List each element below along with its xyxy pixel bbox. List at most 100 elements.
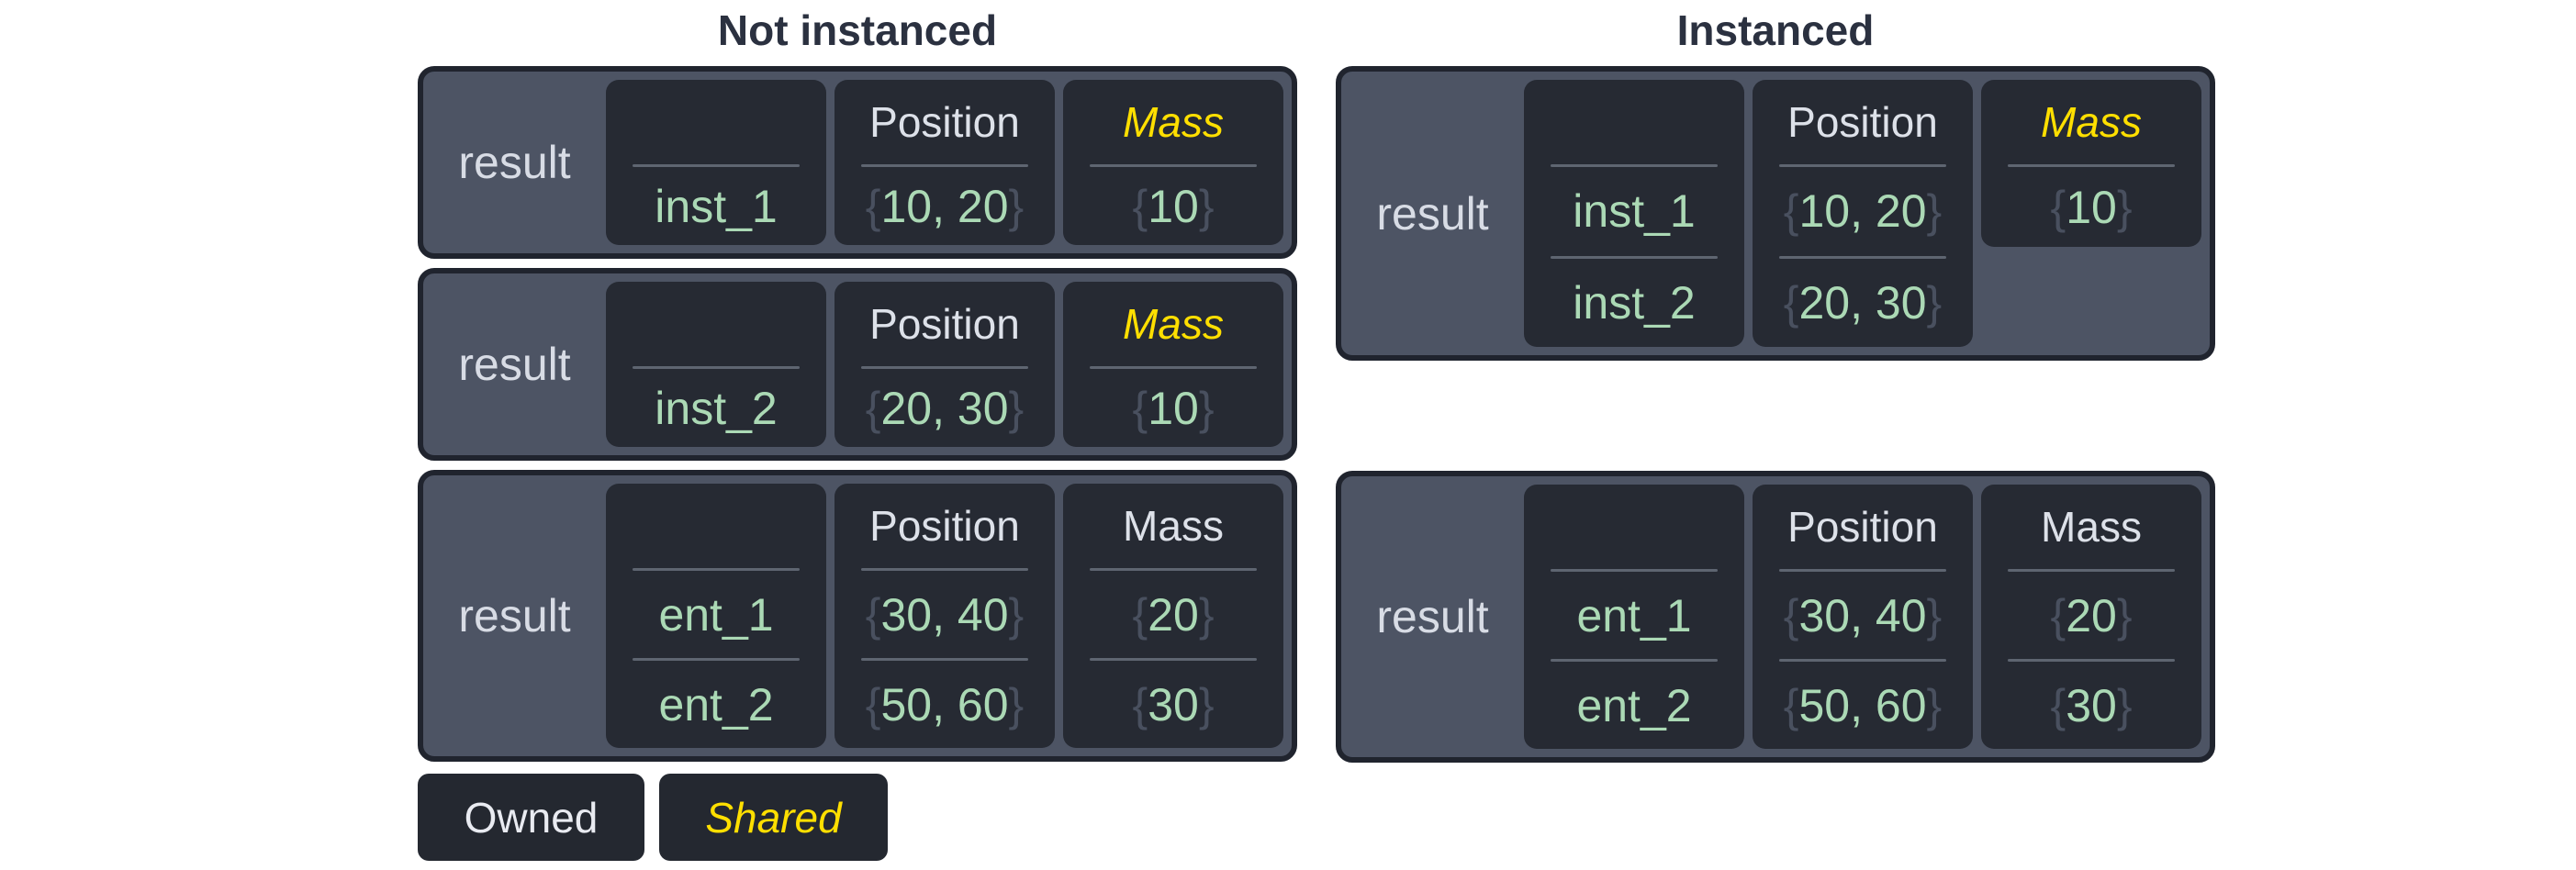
value-text: 10, 20 xyxy=(880,180,1009,232)
entity-name: ent_1 xyxy=(606,571,826,658)
mass-column: Mass {10} xyxy=(1063,282,1283,447)
position-column: Position {20, 30} xyxy=(834,282,1055,447)
value-text: 10 xyxy=(2066,181,2117,233)
value-text: 30, 40 xyxy=(880,588,1009,641)
close-brace: } xyxy=(1008,180,1025,232)
result-table-inst2: result inst_2 Position {20, 30} Mass {10… xyxy=(418,268,1297,461)
result-label: result xyxy=(1376,187,1489,240)
position-column: Position {10, 20} xyxy=(834,80,1055,245)
position-value: {10, 20} xyxy=(1753,167,1973,256)
entity-column: inst_2 xyxy=(606,282,826,447)
position-value: {30, 40} xyxy=(1753,572,1973,659)
divider xyxy=(632,568,801,571)
entity-name-text: ent_1 xyxy=(1576,589,1692,641)
entity-name-text: inst_2 xyxy=(655,382,778,434)
position-header: Position xyxy=(869,98,1020,146)
result-label: result xyxy=(1376,591,1489,642)
entity-name: inst_2 xyxy=(606,369,826,447)
entity-name: inst_2 xyxy=(1524,259,1744,348)
divider xyxy=(1089,164,1258,167)
mass-header-shared: Mass xyxy=(1123,300,1224,348)
position-column: Position {30, 40} {50, 60} xyxy=(834,484,1055,748)
value-text: 10 xyxy=(1148,180,1199,232)
close-brace: } xyxy=(1198,382,1215,434)
open-brace: { xyxy=(865,180,881,232)
mass-column: Mass {10} xyxy=(1063,80,1283,245)
divider xyxy=(1089,366,1258,369)
entity-name: inst_1 xyxy=(606,167,826,245)
not-instanced-section: Not instanced result inst_1 Position {10… xyxy=(418,0,1297,870)
value-text: 20, 30 xyxy=(1798,276,1927,329)
entity-column-header xyxy=(606,484,826,568)
result-label: result xyxy=(458,339,571,390)
divider xyxy=(1550,255,1719,259)
mass-value: {30} xyxy=(1063,661,1283,748)
close-brace: } xyxy=(2116,181,2133,233)
mass-column: Mass {20} {30} xyxy=(1981,485,2201,749)
mass-header: Mass xyxy=(2041,503,2142,551)
instanced-section: Instanced result inst_1 inst_2 Position … xyxy=(1336,0,2215,870)
divider xyxy=(1089,568,1258,571)
divider xyxy=(632,164,801,167)
entity-column: inst_1 xyxy=(606,80,826,245)
value-text: 50, 60 xyxy=(880,678,1009,731)
value-text: 30, 40 xyxy=(1798,589,1927,641)
entity-name-text: inst_1 xyxy=(1573,185,1696,238)
divider xyxy=(2007,569,2176,572)
mass-value: {10} xyxy=(1063,369,1283,447)
entity-name-text: inst_2 xyxy=(1573,276,1696,329)
divider xyxy=(1778,164,1947,167)
divider xyxy=(632,658,801,661)
entity-name-text: ent_2 xyxy=(658,678,774,731)
divider xyxy=(1778,255,1947,259)
divider xyxy=(2007,659,2176,662)
position-header: Position xyxy=(869,300,1020,348)
position-column: Position {30, 40} {50, 60} xyxy=(1753,485,1973,749)
mass-value: {10} xyxy=(1063,167,1283,245)
value-text: 30 xyxy=(1148,678,1199,731)
entity-name: ent_2 xyxy=(606,661,826,748)
open-brace: { xyxy=(865,588,881,641)
divider xyxy=(1778,569,1947,572)
position-value: {10, 20} xyxy=(834,167,1055,245)
mass-header: Mass xyxy=(1123,502,1224,550)
open-brace: { xyxy=(1132,588,1148,641)
entity-name: ent_2 xyxy=(1524,662,1744,749)
mass-value: {30} xyxy=(1981,662,2201,749)
entity-name: inst_1 xyxy=(1524,167,1744,256)
close-brace: } xyxy=(1926,679,1943,731)
entity-name: ent_1 xyxy=(1524,572,1744,659)
open-brace: { xyxy=(2050,181,2066,233)
value-text: 30 xyxy=(2066,679,2117,731)
mass-column-shared-single: Mass {10} xyxy=(1981,80,2201,247)
result-table-inst1: result inst_1 Position {10, 20} Mass {10… xyxy=(418,66,1297,259)
open-brace: { xyxy=(1132,180,1148,232)
entity-column-header xyxy=(1524,80,1744,164)
close-brace: } xyxy=(1926,589,1943,641)
open-brace: { xyxy=(1783,185,1799,238)
close-brace: } xyxy=(1198,678,1215,731)
value-text: 20, 30 xyxy=(880,382,1009,434)
position-header: Position xyxy=(1787,503,1938,551)
value-text: 10 xyxy=(1148,382,1199,434)
entity-name-text: ent_1 xyxy=(658,588,774,641)
position-value: {20, 30} xyxy=(834,369,1055,447)
divider xyxy=(1550,659,1719,662)
value-text: 20 xyxy=(2066,589,2117,641)
result-table-instances-merged: result inst_1 inst_2 Position {10, 20} {… xyxy=(1336,66,2215,361)
divider xyxy=(860,366,1029,369)
open-brace: { xyxy=(2050,679,2066,731)
open-brace: { xyxy=(1132,678,1148,731)
result-table-entities: result ent_1 ent_2 Position {30, 40} {50… xyxy=(1336,471,2215,763)
value-text: 20 xyxy=(1148,588,1199,641)
close-brace: } xyxy=(2116,589,2133,641)
open-brace: { xyxy=(1783,276,1799,329)
mass-value: {10} xyxy=(1981,167,2201,247)
section-title-instanced: Instanced xyxy=(1676,6,1875,54)
value-text: 50, 60 xyxy=(1798,679,1927,731)
entity-column: inst_1 inst_2 xyxy=(1524,80,1744,347)
divider xyxy=(1550,164,1719,167)
entity-column: ent_1 ent_2 xyxy=(1524,485,1744,749)
divider xyxy=(1778,659,1947,662)
divider xyxy=(1089,658,1258,661)
